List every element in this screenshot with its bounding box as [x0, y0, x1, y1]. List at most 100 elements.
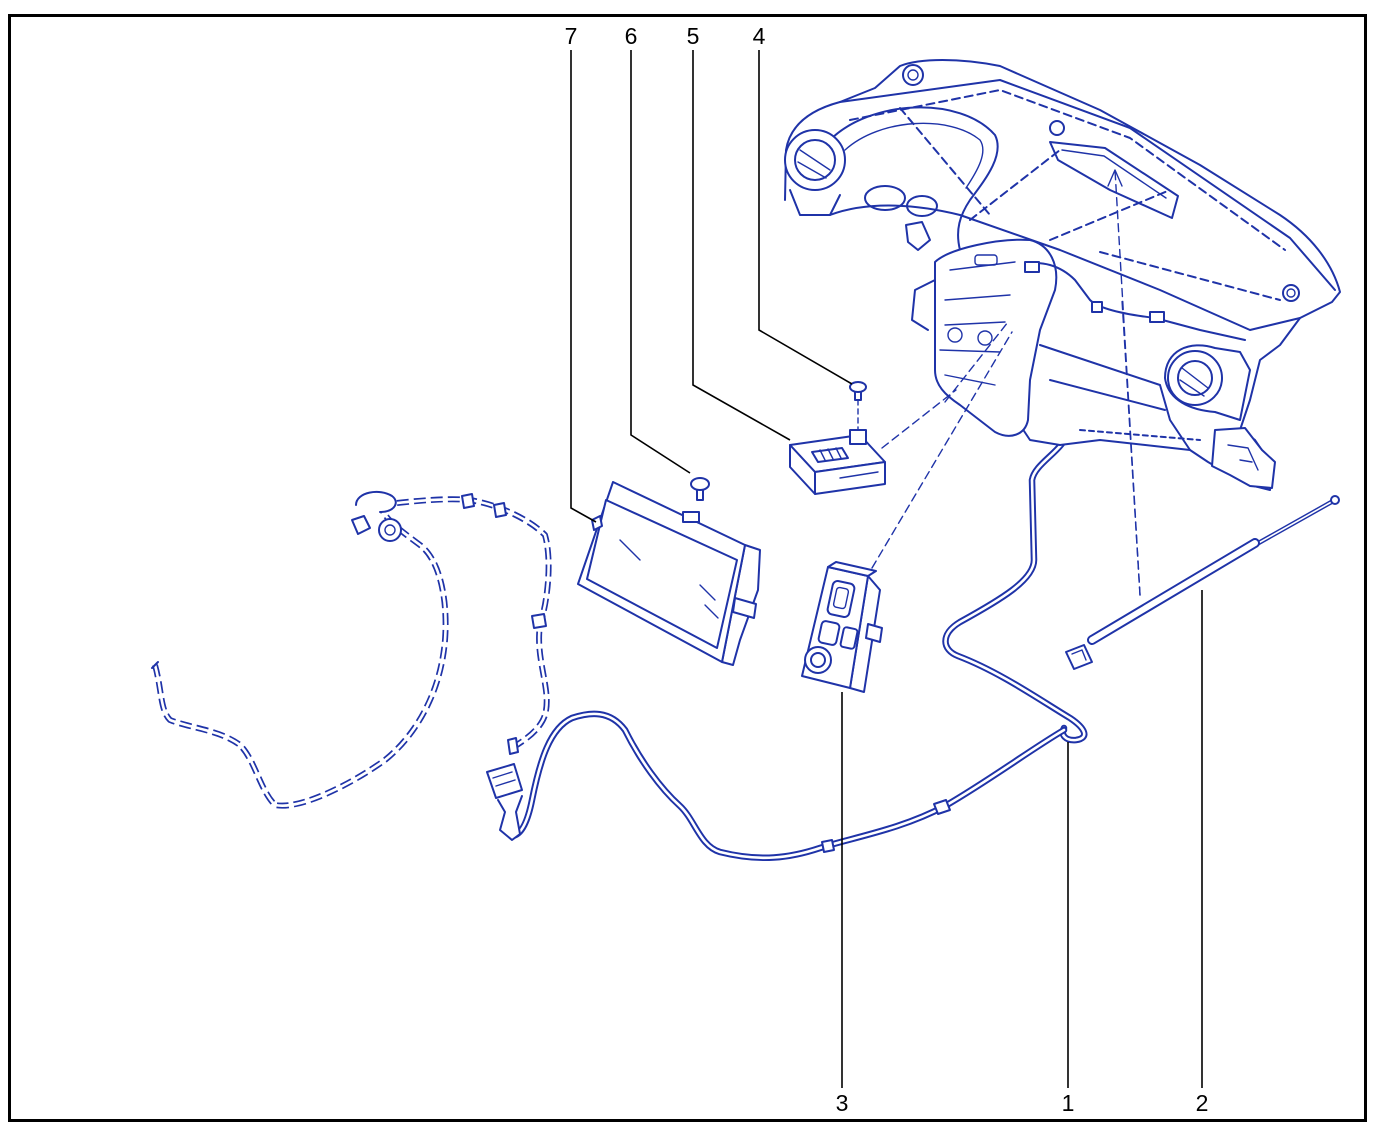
strut-connector: [1065, 644, 1093, 670]
dashboard-wiring: [1024, 262, 1246, 341]
assembly-line-control-3-b: [944, 321, 1009, 403]
control-3-button-upper-inner: [832, 586, 850, 610]
speaker-grille-center: [1049, 120, 1065, 136]
screen-side-tab: [591, 515, 603, 531]
gauge-right: [906, 195, 938, 217]
strut-end-fitting: [1330, 495, 1340, 505]
harness-clip-a: [461, 493, 475, 509]
screw-4-head: [849, 381, 867, 393]
leader-line-6: [630, 50, 691, 474]
screw-4-shank: [854, 391, 862, 401]
screw-part-6: [690, 477, 710, 501]
dashboard: [784, 59, 1341, 491]
screw-6-head: [690, 477, 710, 491]
dashboard-top-dashed-c: [1049, 189, 1171, 241]
usb-connector-block: [486, 763, 523, 799]
dashboard-lower-dashed: [1079, 429, 1201, 441]
screen-top-tab: [682, 511, 700, 523]
speaker-grille-right: [1282, 284, 1300, 302]
center-stack-hazard-switch: [974, 254, 998, 266]
dashboard-top-dashed-a: [849, 89, 1286, 251]
control-3-knob: [804, 646, 832, 674]
main-cable-lower-inner: [510, 712, 1066, 860]
antenna-cable-branch-inner: [378, 497, 550, 750]
speaker-grille-left: [902, 64, 924, 86]
center-stack-vent-b: [977, 330, 993, 346]
harness-clip-b: [493, 502, 507, 518]
module-5-mounting-tab: [849, 429, 867, 445]
center-stack-vent-a: [947, 327, 963, 343]
dashboard-lower-panel: [1039, 344, 1191, 451]
leader-lines: [570, 50, 1203, 1088]
gauge-left: [864, 185, 906, 211]
antenna-loop: [355, 490, 397, 513]
callout-4: 4: [753, 23, 766, 49]
control-3-button-middle: [817, 620, 841, 646]
module-5-side-face: [789, 444, 816, 495]
dashboard-top-dashed-e: [899, 107, 991, 216]
assembly-lines: [857, 169, 1141, 596]
strut-cylinder-inner: [1089, 540, 1258, 643]
module-5-connector-ribs: [819, 447, 842, 461]
speaker-grille-left-core: [907, 69, 919, 81]
callout-1: 1: [1062, 1090, 1075, 1116]
instrument-cluster-hood: [829, 106, 999, 251]
dashboard-top-dashed-d: [1099, 251, 1281, 301]
antenna-cable-long-inner: [153, 494, 447, 807]
antenna-connector: [378, 518, 402, 542]
antenna-clip: [351, 515, 371, 535]
cable-end-tip: [151, 661, 159, 669]
dashboard-wiring-connector-c: [1091, 301, 1103, 313]
harness-clip-c: [531, 613, 547, 629]
callout-5: 5: [687, 23, 700, 49]
harness-plug: [507, 737, 519, 755]
dashboard-top-edge: [839, 79, 1336, 291]
assembly-line-strut-b: [1121, 299, 1141, 596]
control-3-side-clip: [865, 623, 883, 643]
air-vent-right-inner: [1177, 360, 1213, 396]
display-screen-part-7: [577, 481, 761, 666]
assembly-arrow-head: [1107, 169, 1123, 187]
air-vent-left-louver: [797, 149, 831, 179]
antenna-connector-core: [384, 524, 396, 536]
antenna-harness: [151, 490, 552, 809]
screen-glass-reflection-b: [699, 584, 719, 619]
leader-line-4: [758, 50, 853, 385]
cable-clip: [933, 799, 951, 815]
assembly-line-control-3-a: [871, 331, 1013, 569]
center-stack-slot-5: [944, 374, 996, 386]
callout-6: 6: [625, 23, 638, 49]
diagram-frame: [8, 14, 1367, 1122]
cable-clip-2: [821, 839, 835, 853]
module-5-label-strip: [839, 471, 879, 479]
air-vent-right-louver: [1179, 367, 1209, 397]
dashboard-front-edge: [829, 204, 1301, 331]
callout-2: 2: [1196, 1090, 1209, 1116]
gas-strut-part-2: [1065, 495, 1340, 670]
leader-line-5: [692, 50, 791, 441]
screen-side-bracket: [732, 597, 757, 619]
dashboard-side-bracket-detail: [1227, 444, 1259, 471]
screw-part-4: [849, 381, 867, 401]
control-3-top-face: [827, 561, 877, 577]
screw-6-shank: [696, 489, 704, 501]
control-3-knob-inner: [810, 652, 826, 668]
callout-7: 7: [565, 23, 578, 49]
dashboard-wiring-connector-b: [1149, 311, 1165, 323]
climate-control-part-3: [801, 561, 883, 693]
steering-column-bracket: [905, 221, 931, 251]
dashboard-side-bracket: [1211, 427, 1276, 489]
strut-rod-inner: [1254, 499, 1336, 546]
defrost-vent-slot-inner: [1061, 149, 1167, 199]
usb-connector-bracket: [497, 795, 523, 841]
main-cable-lower-outer: [508, 710, 1068, 861]
antenna-cable-long-outer: [152, 492, 449, 809]
air-vent-left-frame: [789, 189, 841, 216]
dashboard-lower-panel-2: [1049, 379, 1166, 411]
usb-connector-detail: [492, 771, 516, 787]
air-vent-left-inner: [794, 139, 836, 181]
defrost-vent-slot: [1049, 141, 1179, 219]
leader-line-7: [570, 50, 597, 523]
screen-glass-reflection-a: [619, 539, 641, 561]
